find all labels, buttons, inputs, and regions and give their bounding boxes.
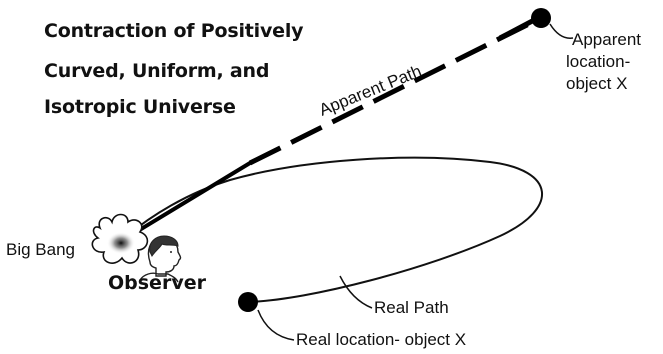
- real-location-label: Real location- object X: [296, 330, 466, 350]
- apparent-path-dashed: [250, 22, 533, 163]
- observer-label: Observer: [108, 272, 206, 294]
- apparent-location-leader: [550, 24, 573, 38]
- apparent-path-label: Apparent Path: [316, 61, 424, 119]
- real-location-leader: [258, 310, 294, 340]
- apparent-location-label-3: object X: [566, 74, 627, 94]
- apparent-location-label-1: Apparent: [572, 30, 641, 50]
- title-line-2: Curved, Uniform, and: [44, 60, 269, 82]
- real-path-label: Real Path: [374, 298, 449, 318]
- real-location-dot: [238, 292, 258, 312]
- apparent-location-label-2: location-: [566, 52, 630, 72]
- apparent-location-dot: [531, 8, 551, 28]
- title-line-3: Isotropic Universe: [44, 96, 236, 118]
- big-bang-cloud-icon: [92, 215, 147, 264]
- big-bang-label: Big Bang: [6, 240, 75, 260]
- title-line-1: Contraction of Positively: [44, 20, 303, 42]
